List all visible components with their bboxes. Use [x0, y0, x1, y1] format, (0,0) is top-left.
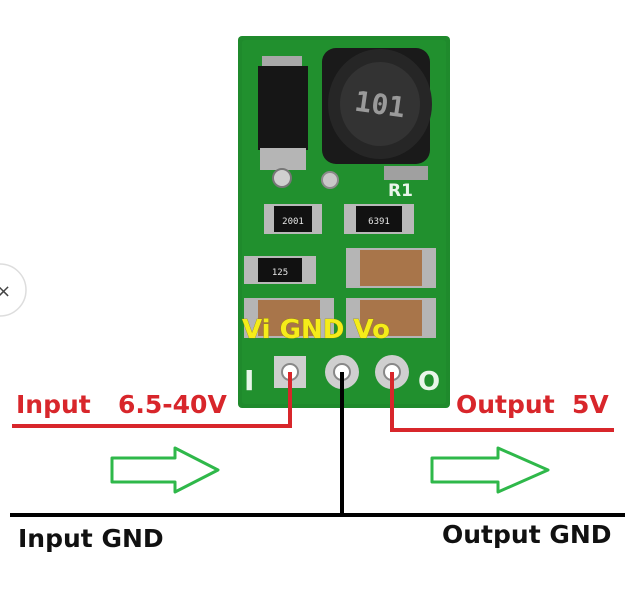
pcb-board: 101 R1 2001 6391 125	[238, 36, 450, 408]
output-voltage-label: 5V	[572, 390, 609, 419]
pad-r1	[384, 166, 428, 180]
regulator-chip	[258, 56, 308, 188]
chip-pad-bottom	[260, 148, 306, 170]
output-wire	[390, 372, 614, 432]
chip-via	[272, 168, 292, 188]
wires	[10, 372, 625, 517]
pin-labels: Vi GND Vo	[242, 315, 390, 345]
left-edge-circle	[0, 263, 27, 317]
inductor-marking: 101	[353, 85, 408, 125]
inductor: 101	[322, 48, 432, 164]
capacitor-top-right	[346, 248, 436, 288]
left-edge-glyph: ×	[0, 281, 11, 302]
svg-text:6391: 6391	[368, 217, 390, 227]
input-label: Input	[16, 390, 91, 419]
capacitor-right	[346, 298, 436, 338]
resistor-125: 125	[244, 256, 316, 284]
capacitor-left	[244, 298, 334, 338]
input-wire	[12, 372, 292, 428]
silk-r1: R1	[388, 181, 413, 201]
input-gnd-label: Input GND	[18, 524, 164, 553]
silk-pin-o: O	[418, 367, 440, 397]
output-gnd-label: Output GND	[442, 520, 612, 549]
resistor-2001: 2001	[264, 204, 322, 234]
chip-body	[258, 66, 308, 150]
silk-pin-i: I	[244, 364, 254, 397]
svg-text:2001: 2001	[282, 217, 304, 227]
input-voltage-label: 6.5-40V	[118, 390, 227, 419]
pcb-via	[321, 171, 339, 189]
svg-text:125: 125	[272, 268, 288, 278]
input-flow-arrow	[110, 446, 220, 494]
output-label: Output	[456, 390, 555, 419]
output-flow-arrow	[430, 446, 550, 494]
resistor-6391: 6391	[344, 204, 414, 234]
inductor-cap	[340, 62, 420, 146]
